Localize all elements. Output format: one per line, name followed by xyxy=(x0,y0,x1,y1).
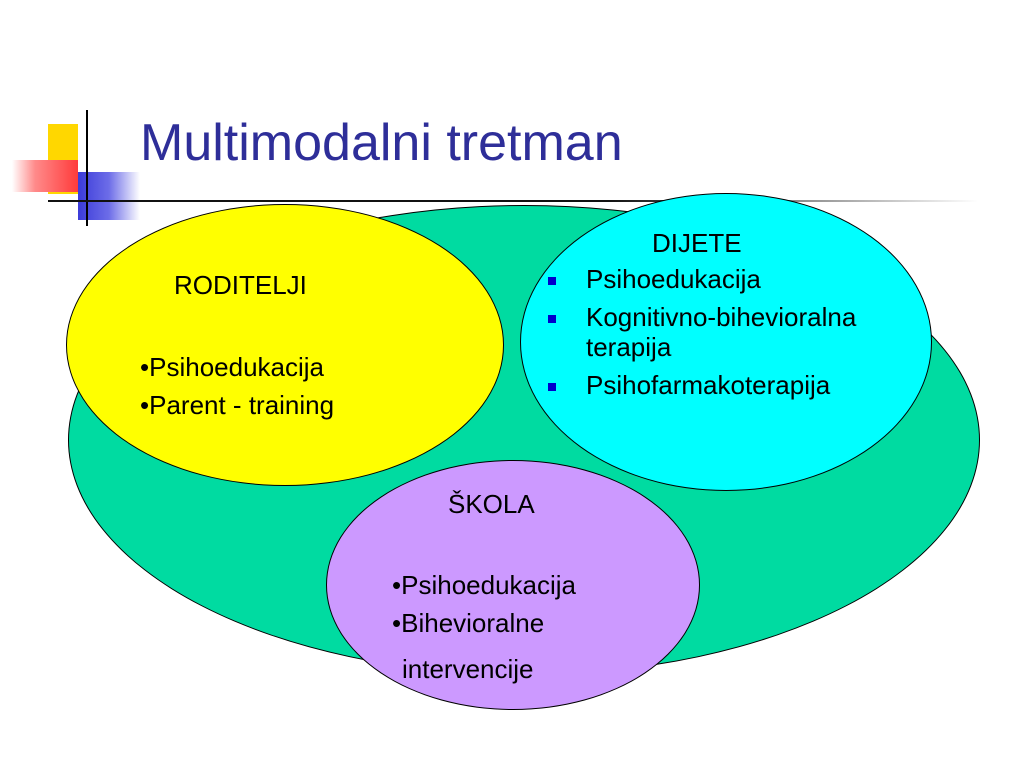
title-underline xyxy=(48,200,608,202)
roditelji-list: Psihoedukacija Parent - training xyxy=(140,348,334,424)
skola-heading: ŠKOLA xyxy=(448,489,535,519)
skola-list: Psihoedukacija Bihevioralne xyxy=(392,566,576,642)
dijete-heading: DIJETE xyxy=(652,228,742,258)
dijete-list: Psihoedukacija Kognitivno-bihevioralna t… xyxy=(548,264,938,408)
square-bullet-icon xyxy=(548,383,556,391)
logo-vertical-line xyxy=(86,110,88,226)
skola-item: Psihoedukacija xyxy=(392,566,576,604)
square-bullet-icon xyxy=(548,315,556,323)
dijete-item: Psihoedukacija xyxy=(548,264,938,294)
dijete-item: Psihofarmakoterapija xyxy=(548,370,938,400)
roditelji-item: Psihoedukacija xyxy=(140,348,334,386)
skola-item-continuation: intervencije xyxy=(402,654,534,684)
dijete-item-label: Psihoedukacija xyxy=(586,264,761,294)
dijete-item-label: Kognitivno-bihevioralna terapija xyxy=(586,302,857,362)
roditelji-heading: RODITELJI xyxy=(174,270,307,300)
logo-red-square xyxy=(12,160,78,192)
roditelji-item: Parent - training xyxy=(140,386,334,424)
dijete-item: Kognitivno-bihevioralna terapija xyxy=(548,302,938,362)
dijete-item-label: Psihofarmakoterapija xyxy=(586,370,831,400)
roditelji-ellipse xyxy=(66,204,504,486)
skola-item: Bihevioralne xyxy=(392,604,576,642)
dijete-ellipse xyxy=(520,193,932,491)
square-bullet-icon xyxy=(548,277,556,285)
logo-blue-square xyxy=(78,172,140,220)
slide-title: Multimodalni tretman xyxy=(140,114,623,172)
